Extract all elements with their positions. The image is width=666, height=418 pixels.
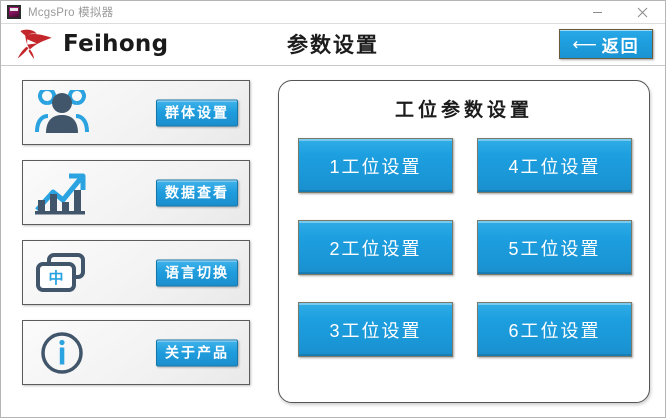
workstation-6-button[interactable]: 6工位设置 [477,302,632,357]
back-arrow-icon: ⟵ [572,34,597,54]
close-button[interactable] [620,1,665,23]
sidebar-card-about-product[interactable]: 关于产品 [22,320,250,385]
workstation-3-button[interactable]: 3工位设置 [298,302,453,357]
workstation-panel-title: 工位参数设置 [394,100,533,121]
workstation-1-button[interactable]: 1工位设置 [298,138,453,193]
page-title: 参数设置 [287,34,379,57]
sidebar-card-data-view[interactable]: 数据查看 [22,160,250,225]
sidebar: 群体设置 数据查看 [22,80,250,400]
about-product-button[interactable]: 关于产品 [156,339,238,366]
feihong-bird-logo [17,29,52,59]
minimize-icon [593,11,602,13]
group-people-icon [29,87,95,139]
svg-text:中: 中 [48,269,63,287]
brand-name: Feihong [63,31,169,57]
workstation-button-grid: 1工位设置 4工位设置 2工位设置 5工位设置 3工位设置 6工位设置 [298,138,632,357]
back-button[interactable]: ⟵ 返回 [559,29,653,59]
brand: Feihong [13,27,168,61]
data-view-button[interactable]: 数据查看 [156,179,238,206]
workstation-5-button[interactable]: 5工位设置 [477,220,632,275]
info-circle-icon [29,327,95,379]
back-button-label: 返回 [601,36,640,56]
close-icon [637,7,648,17]
window-title: McgsPro 模拟器 [28,7,114,19]
workstation-panel: 工位参数设置 1工位设置 4工位设置 2工位设置 5工位设置 3工位设置 6工位… [278,80,650,403]
minimize-button[interactable] [575,1,620,23]
group-settings-button[interactable]: 群体设置 [156,99,238,126]
page-body: 群体设置 数据查看 [1,67,665,417]
app-icon [7,5,21,19]
language-switch-icon: 中 [29,247,95,299]
chart-trending-up-icon [29,167,95,219]
window-titlebar: McgsPro 模拟器 [1,1,665,24]
language-switch-button[interactable]: 语言切换 [156,259,238,286]
sidebar-card-language-switch[interactable]: 中 语言切换 [22,240,250,305]
page-header: Feihong 参数设置 ⟵ 返回 [1,24,665,66]
workstation-2-button[interactable]: 2工位设置 [298,220,453,275]
workstation-4-button[interactable]: 4工位设置 [477,138,632,193]
sidebar-card-group-settings[interactable]: 群体设置 [22,80,250,145]
